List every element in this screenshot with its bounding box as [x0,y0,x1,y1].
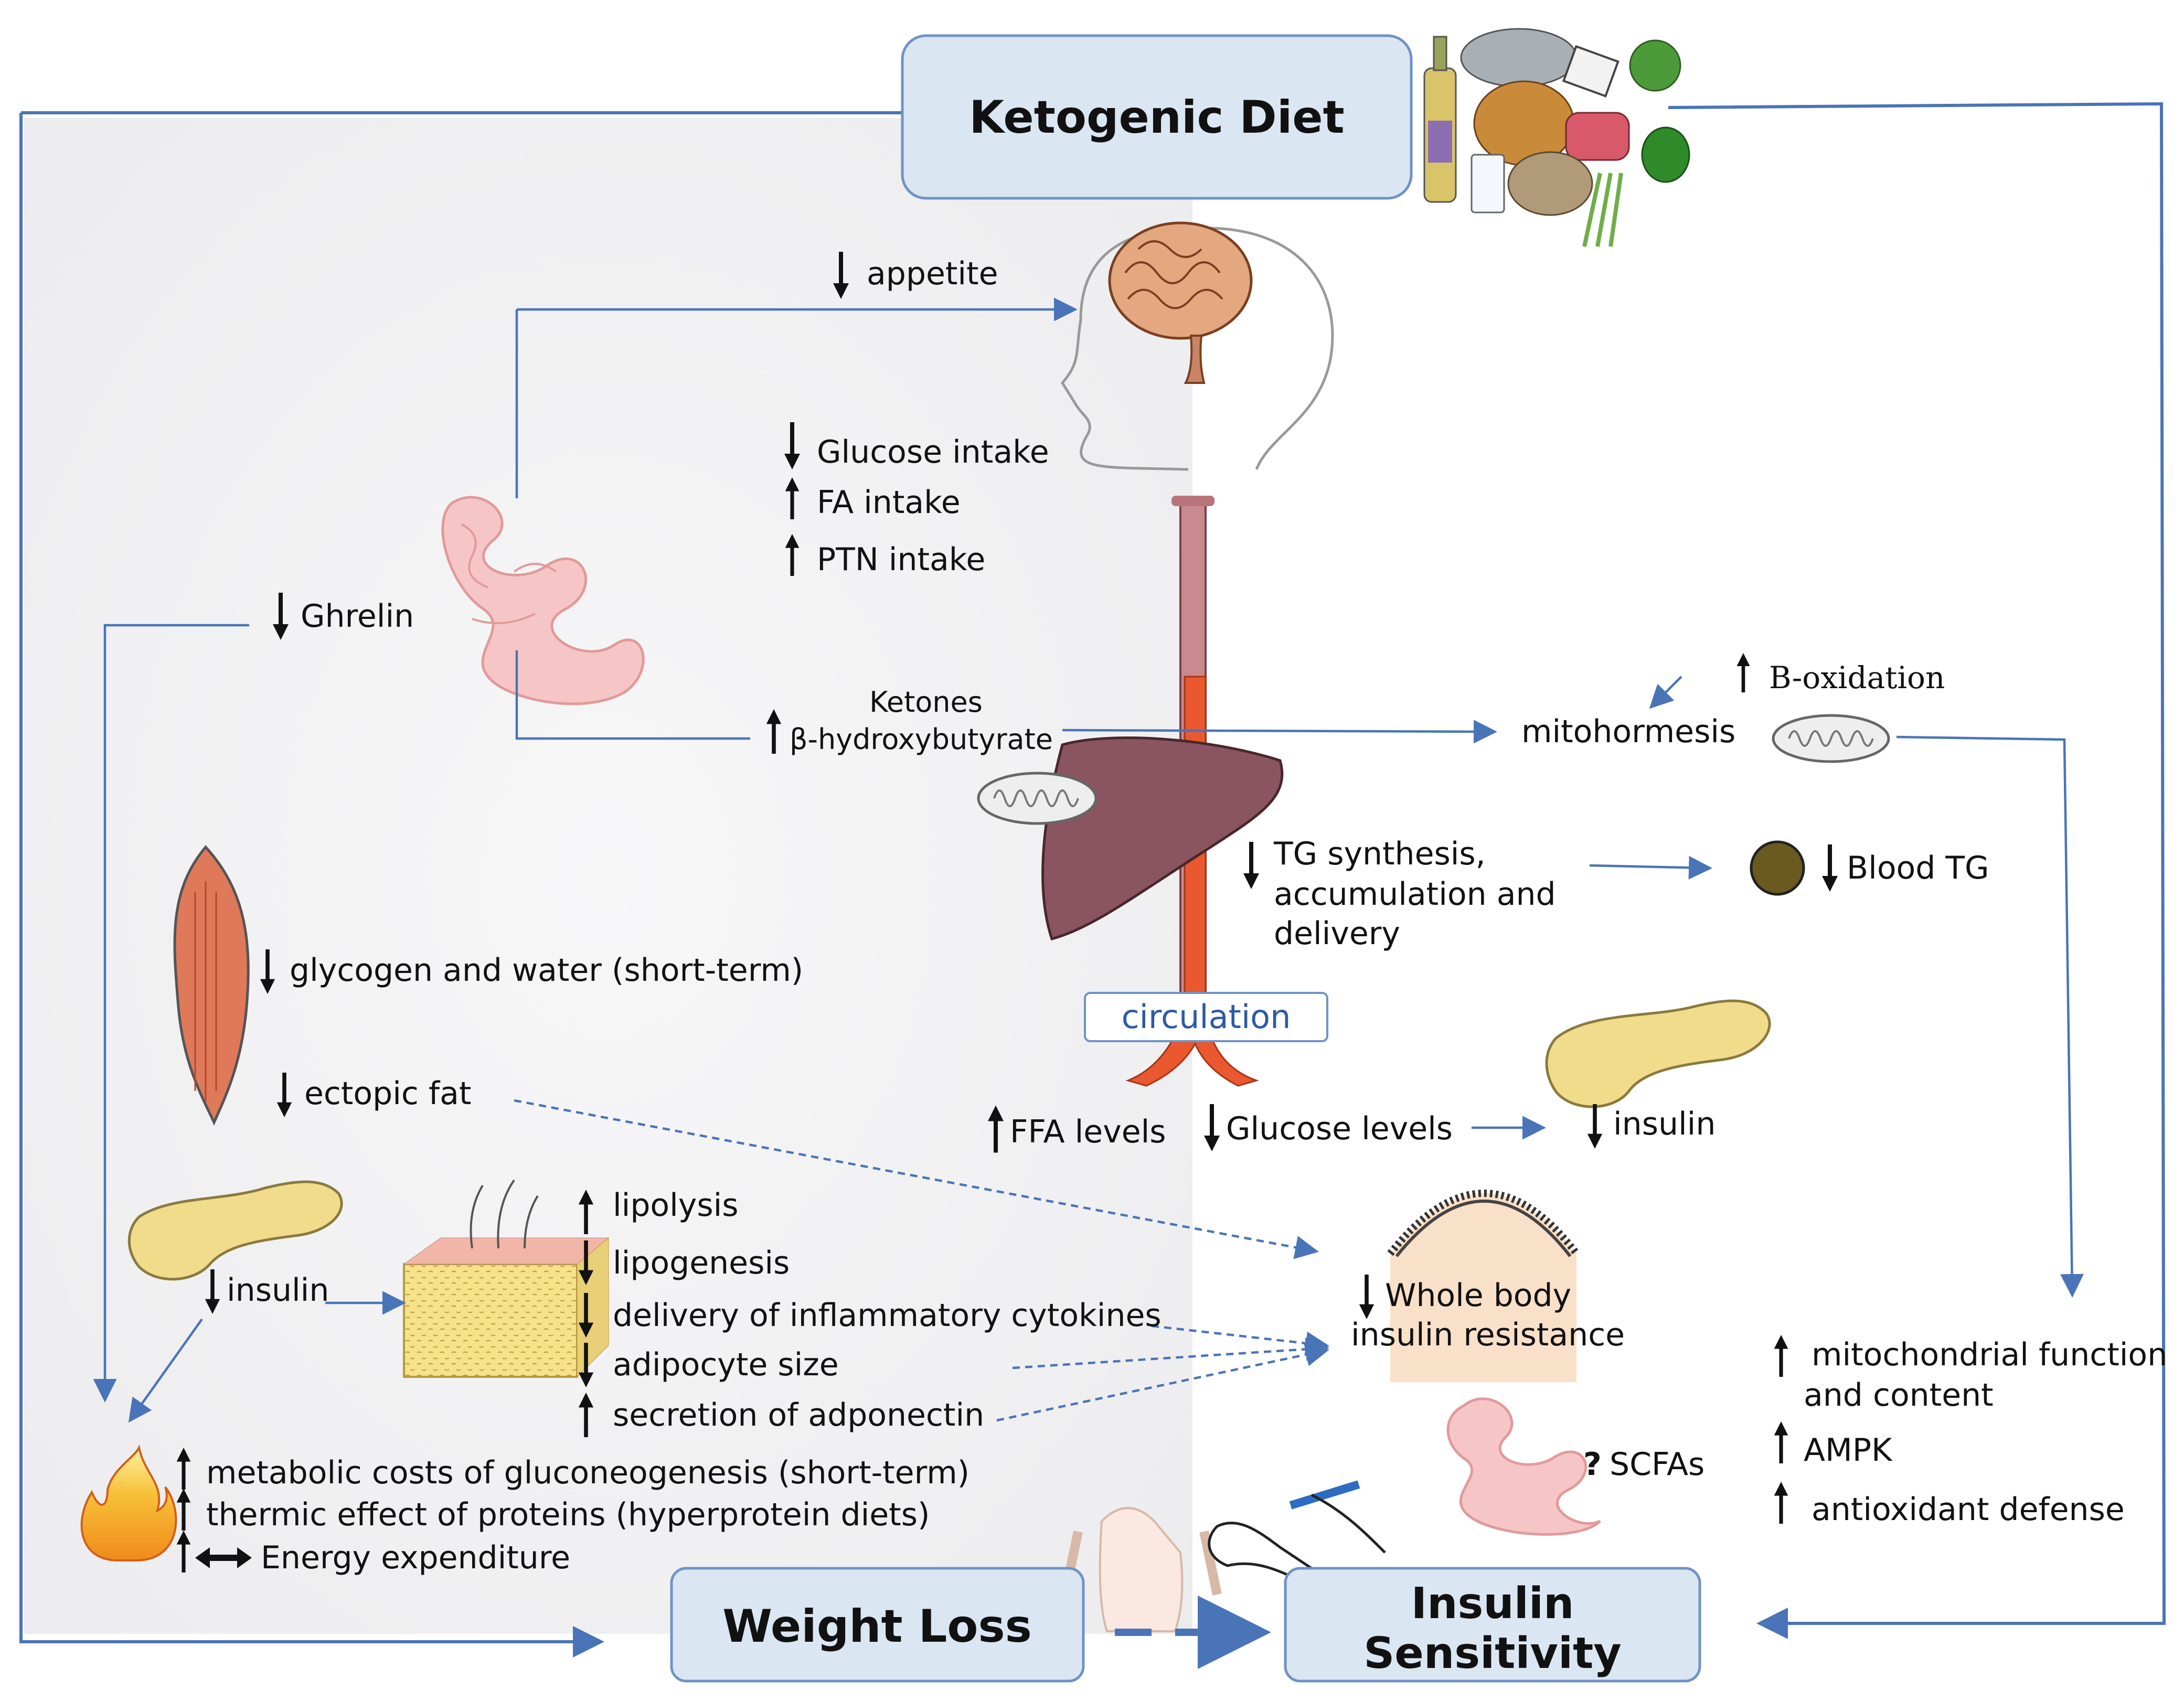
decrease-arrow-icon [1587,1104,1603,1149]
scfa-label: SCFAs [1610,1446,1704,1483]
increase-arrow-icon [1736,653,1750,692]
body-silhouette-icon [1060,1507,1222,1632]
b-oxidation-label: B-oxidation [1769,660,1945,696]
insulin-resistance-label: insulin resistance [1351,1317,1625,1353]
mitochondrial-function-line1: mitochondrial function [1812,1336,2167,1373]
mitohormesis-label: mitohormesis [1521,713,1735,750]
brain-icon [1108,221,1253,384]
lipoprotein-icon [1750,840,1805,896]
blood-tg-label: Blood TG [1847,850,1989,886]
inflammatory-cytokines-label: delivery of inflammatory cytokines [613,1297,1162,1334]
ghrelin-label: Ghrelin [301,598,414,635]
head-silhouette-icon [1060,227,1334,471]
tg-synthesis-line3: delivery [1274,915,1400,952]
fire-icon [80,1444,177,1561]
intestine-icon [441,496,645,705]
increase-arrow-icon [1774,1482,1788,1524]
decrease-arrow-icon [1359,1275,1375,1319]
gluconeogenesis-label: metabolic costs of gluconeogenesis (shor… [206,1454,970,1491]
frame-right-line [1668,102,2166,1639]
lipolysis-label: lipolysis [613,1187,739,1224]
no-change-arrow-icon [195,1547,252,1568]
appetite-label: appetite [867,255,998,292]
ampk-label: AMPK [1804,1432,1893,1469]
lipogenesis-label: lipogenesis [613,1245,790,1281]
glycogen-water-label: glycogen and water (short-term) [290,952,803,989]
adiponectin-label: secretion of adponectin [613,1397,984,1433]
beta-hydroxybutyrate-label: β-hydroxybutyrate [790,723,1053,756]
circulation-label: circulation [1122,998,1291,1036]
food-group-icon [1423,28,1690,247]
tg-synthesis-line2: accumulation and [1274,876,1556,913]
adipocyte-dashed-arrow [1012,1337,1329,1370]
decrease-arrow-icon [1204,1104,1220,1151]
adipose-tissue-icon [403,1179,610,1378]
decrease-arrow-icon [1822,844,1838,892]
pancreas-insulin-label: insulin [1613,1106,1716,1142]
ectopic-fat-label: ectopic fat [304,1075,471,1112]
weight-loss-box: Weight Loss [670,1567,1085,1683]
antioxidant-label: antioxidant defense [1812,1491,2125,1528]
pancreas-icon [127,1180,343,1281]
ketones-to-mitohormesis-arrow [1062,720,1497,744]
ketones-label: Ketones [869,686,983,719]
b-oxidation-arrow [1649,676,1682,709]
adipocyte-size-label: adipocyte size [613,1346,839,1383]
pancreas-icon [1545,999,1771,1108]
ketogenic-diet-title: Ketogenic Diet [969,91,1344,144]
cytokines-dashed-arrow [1151,1324,1329,1355]
adiponectin-dashed-arrow [996,1343,1329,1422]
increase-arrow-icon [1774,1335,1788,1377]
muscle-icon [173,845,250,1126]
fa-intake-label: FA intake [817,484,961,521]
energy-expenditure-label: Energy expenditure [261,1539,570,1576]
thermic-effect-label: thermic effect of proteins (hyperprotein… [206,1496,930,1533]
mitochondrion-icon [1772,714,1890,763]
tg-to-blood-arrow [1589,855,1712,880]
glucose-intake-label: Glucose intake [817,434,1049,470]
ffa-levels-label: FFA levels [1010,1114,1166,1150]
liver-icon [1041,736,1284,941]
tg-synthesis-line1: TG synthesis, [1273,836,1486,872]
ectopic-fat-dashed-arrow [514,1099,1319,1259]
muscle-fiber-lines [194,881,217,1101]
cell-membrane-icon [1387,1190,1580,1382]
intestine-icon [1446,1397,1601,1536]
whole-body-label: Whole body [1385,1277,1571,1314]
ghrelin-connector [93,624,249,1403]
insulin-sensitivity-box: Insulin Sensitivity [1284,1567,1701,1683]
mito-right-connector [1896,735,2084,1298]
increase-arrow-icon [1774,1421,1788,1463]
decrease-arrow-icon [1243,842,1259,889]
frame-left-line [19,113,604,1657]
insulin-sensitivity-title-line2: Sensitivity [1363,1629,1621,1678]
glucose-test-hand-icon [1208,1480,1386,1580]
adipose-insulin-label: insulin [227,1272,329,1309]
insulin-sensitivity-title-line1: Insulin [1411,1579,1574,1629]
ketogenic-diet-box: Ketogenic Diet [901,34,1413,200]
mitochondrion-icon [977,772,1098,825]
weight-loss-title: Weight Loss [722,1600,1032,1653]
insulin-to-energy-arrow [128,1318,203,1423]
glucose-levels-label: Glucose levels [1226,1110,1453,1147]
mitochondrial-function-line2: and content [1804,1377,1994,1414]
circulation-box: circulation [1084,992,1328,1042]
gut-to-ketones-connector [515,650,750,740]
ptn-intake-label: PTN intake [817,541,985,578]
scfa-question-mark: ? [1583,1446,1602,1483]
